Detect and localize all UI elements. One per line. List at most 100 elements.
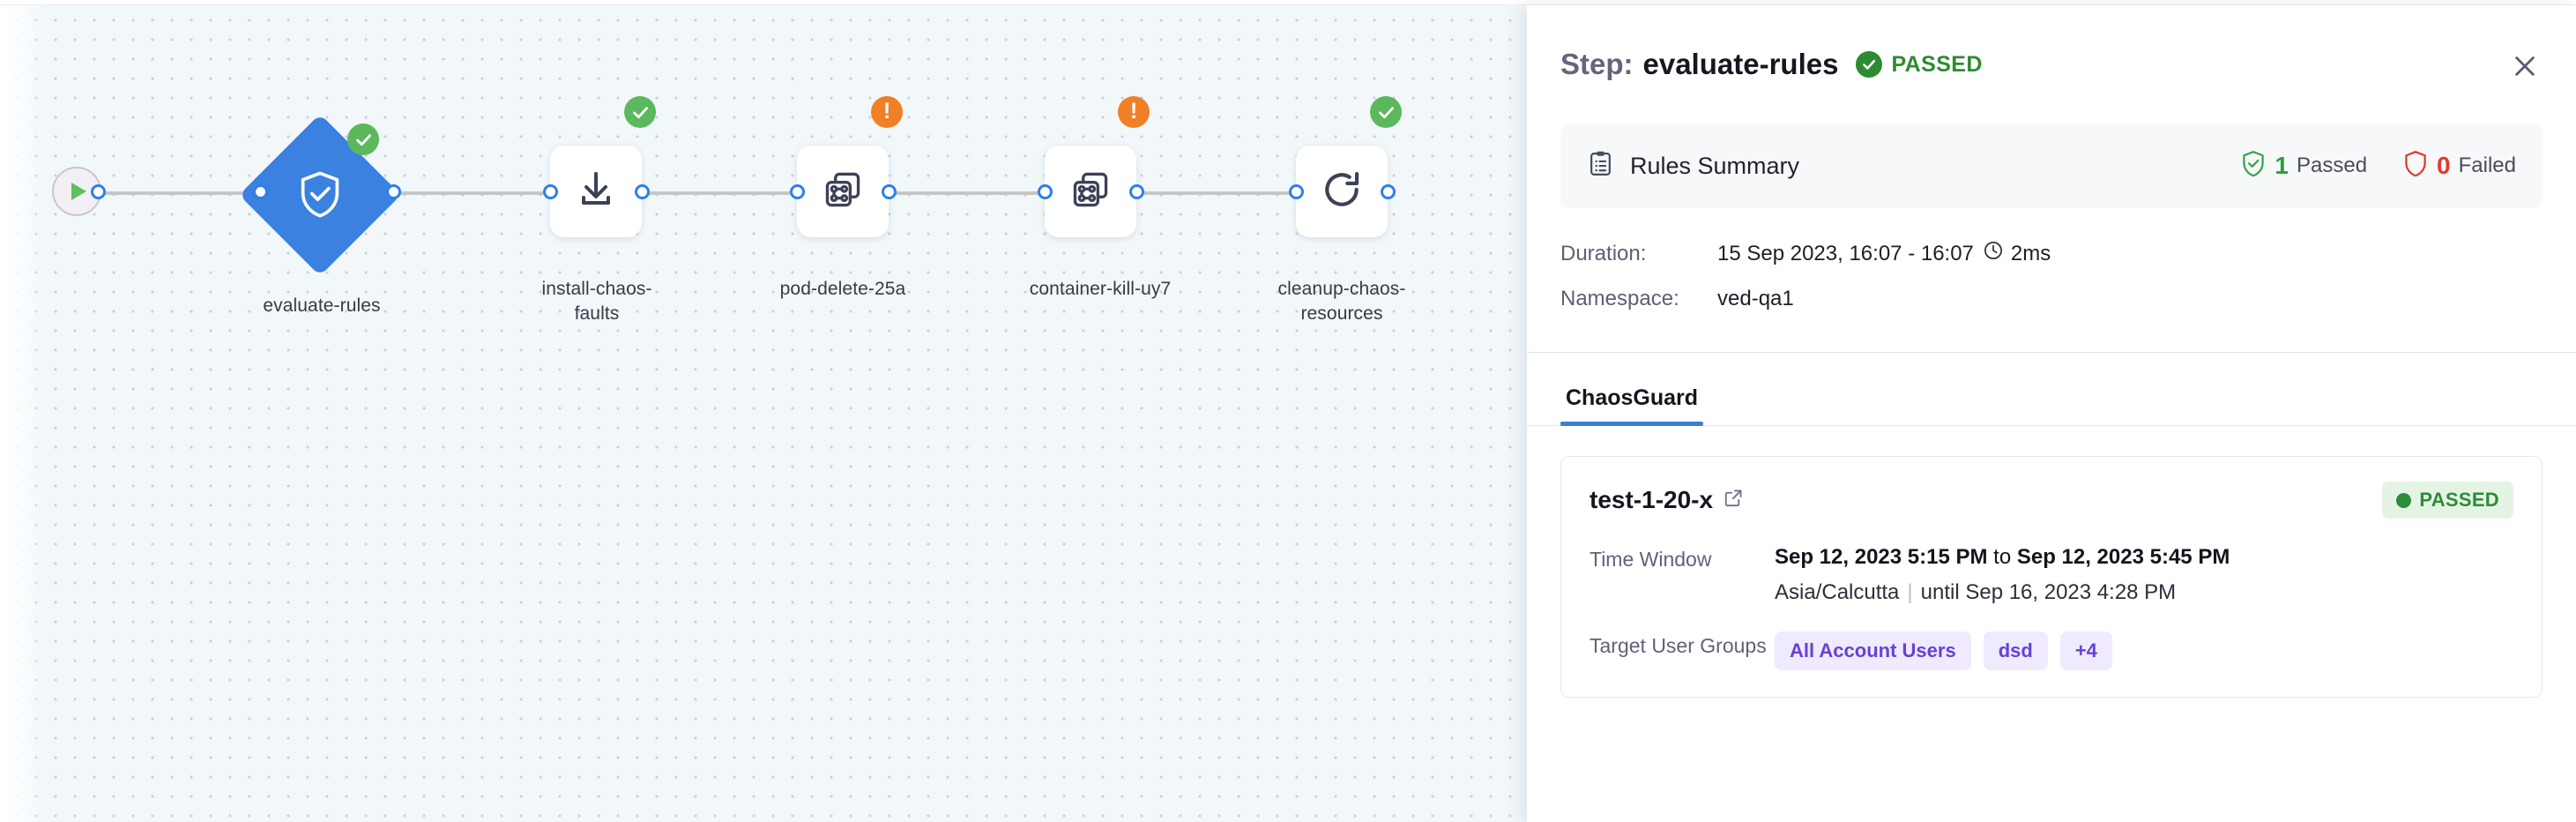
duration-elapsed-text: 2ms [2010,241,2051,265]
time-window-timezone: Asia/Calcutta [1775,580,1900,604]
node-label-container-kill-uy7: container-kill-uy7 [1029,279,1172,299]
status-badge: PASSED [1856,51,1982,78]
port-evaluate-in[interactable] [253,184,268,199]
port-cleanup-out[interactable] [1381,184,1396,199]
port-install-in[interactable] [543,184,558,199]
edge-start-to-evaluate [97,191,260,195]
node-status-badge-warning: ! [1118,96,1150,128]
port-evaluate-out[interactable] [386,184,401,199]
status-text: PASSED [1891,51,1983,77]
edge-install-to-poddelete [637,191,800,195]
page-title: Step: evaluate-rules [1560,48,1838,81]
shield-check-icon [2240,150,2267,183]
rules-summary-card: Rules Summary 1 Passed [1560,123,2542,208]
chaosguard-test-card: test-1-20-x PASSED Time Window [1560,456,2542,698]
test-row-target-user-groups: Target User Groups All Account Users dsd… [1590,631,2513,670]
edge-poddelete-to-container [883,191,1046,195]
port-container-out[interactable] [1129,184,1144,199]
node-status-badge-warning: ! [871,96,903,128]
test-row-key: Target User Groups [1590,634,1767,657]
test-row-value: All Account Users dsd +4 [1775,631,2513,670]
time-window-range: Sep 12, 2023 5:15 PM to Sep 12, 2023 5:4… [1775,545,2513,570]
node-status-badge-success [347,123,379,155]
test-name-text: test-1-20-x [1590,486,1714,513]
rules-failed-label: Failed [2458,153,2516,177]
play-icon [71,183,86,200]
port-poddelete-out[interactable] [882,184,897,199]
edge-container-to-cleanup [1124,191,1292,195]
node-status-badge-success [624,96,656,128]
meta-separator: | [1907,580,1913,604]
shield-icon [2402,150,2429,183]
test-status-text: PASSED [2419,489,2499,511]
test-row-time-window: Time Window Sep 12, 2023 5:15 PM to Sep … [1590,545,2513,605]
chaos-fault-icon [1069,168,1112,215]
step-detail-panel: Step: evaluate-rules PASSED [1527,5,2576,822]
clipboard-icon [1587,150,1614,182]
time-window-until: until Sep 16, 2023 4:28 PM [1920,580,2177,604]
node-pod-delete-25a[interactable] [797,146,889,237]
exclamation-glyph: ! [1129,98,1138,123]
rules-summary-heading: Rules Summary [1587,150,1799,182]
detail-value: ved-qa1 [1717,287,1794,310]
shield-check-icon [240,115,400,275]
canvas-left-fade [0,5,46,822]
port-cleanup-in[interactable] [1289,184,1304,199]
detail-key: Duration: [1560,241,1647,265]
time-window-meta: Asia/Calcutta | until Sep 16, 2023 4:28 PM [1775,580,2513,605]
test-row-key: Time Window [1590,548,1712,571]
time-window-start: Sep 12, 2023 5:15 PM [1775,545,1988,569]
rules-passed-label: Passed [2296,153,2368,177]
edge-evaluate-to-install [381,191,553,195]
tab-chaosguard[interactable]: ChaosGuard [1560,385,1704,426]
refresh-icon [1320,168,1364,216]
panel-title-prefix: Step: [1560,48,1634,80]
node-cleanup-chaos-resources[interactable] [1296,146,1388,237]
node-status-badge-success [1370,96,1402,128]
port-poddelete-in[interactable] [790,184,805,199]
user-group-chip-overflow[interactable]: +4 [2059,631,2112,670]
exclamation-glyph: ! [882,98,891,123]
test-row-value: Sep 12, 2023 5:15 PM to Sep 12, 2023 5:4… [1775,545,2513,605]
rules-summary-title: Rules Summary [1630,152,1800,179]
external-link-icon[interactable] [1724,486,1744,514]
close-icon[interactable] [2505,47,2544,86]
user-group-chip[interactable]: All Account Users [1775,631,1971,670]
test-status-badge: PASSED [2382,482,2513,519]
port-container-in[interactable] [1038,184,1053,199]
test-name[interactable]: test-1-20-x [1590,486,1744,514]
panel-header: Step: evaluate-rules PASSED [1527,5,2576,123]
duration-elapsed: 2ms [1983,240,2051,267]
node-install-chaos-faults[interactable] [550,146,642,237]
panel-title-value: evaluate-rules [1642,48,1839,80]
status-dot-icon [2396,492,2412,508]
rules-failed-stat: 0 Failed [2402,150,2516,183]
rules-passed-stat: 1 Passed [2240,150,2367,183]
test-card-header: test-1-20-x PASSED [1590,482,2513,519]
port-start-out[interactable] [91,184,106,199]
port-install-out[interactable] [635,184,650,199]
check-circle-icon [1856,51,1883,78]
rules-failed-count: 0 [2437,152,2451,179]
pipeline-canvas[interactable]: evaluate-rules install-chaos-faults [0,5,1527,822]
node-label-evaluate-rules: evaluate-rules [263,295,381,316]
chaos-fault-icon [822,168,864,215]
node-label-pod-delete-25a: pod-delete-25a [779,279,906,299]
rules-summary-stats: 1 Passed 0 Failed [2240,150,2516,183]
node-label-cleanup-chaos-resources: cleanup-chaos-resources [1277,279,1406,324]
detail-value: 15 Sep 2023, 16:07 - 16:07 2ms [1717,240,2051,267]
user-group-chips: All Account Users dsd +4 [1775,631,2513,670]
duration-range: 15 Sep 2023, 16:07 - 16:07 [1717,241,1974,265]
panel-tabs: ChaosGuard [1527,352,2576,426]
step-details: Duration: 15 Sep 2023, 16:07 - 16:07 2ms… [1527,208,2576,340]
node-container-kill-uy7[interactable] [1045,146,1136,237]
time-window-end: Sep 12, 2023 5:45 PM [2016,545,2230,569]
detail-row-namespace: Namespace: ved-qa1 [1560,287,2542,311]
user-group-chip[interactable]: dsd [1983,631,2048,670]
window-top-edge [0,0,2576,5]
download-icon [575,168,617,215]
clock-icon [1983,240,2004,267]
node-label-install-chaos-faults: install-chaos-faults [541,279,652,324]
detail-key: Namespace: [1560,287,1679,310]
node-evaluate-rules[interactable] [239,114,401,276]
